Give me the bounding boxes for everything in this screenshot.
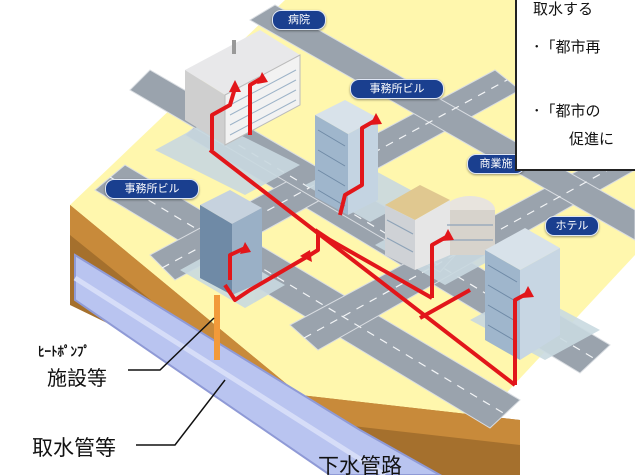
label-hospital: 病院 bbox=[272, 10, 326, 30]
sewer-label: 下水管路 bbox=[318, 454, 402, 475]
callout-line-1: 取水する bbox=[533, 0, 594, 18]
heat-pump-riser bbox=[214, 295, 220, 360]
callout-line-3: ･「都市の bbox=[533, 102, 601, 120]
leader-heat-pump bbox=[128, 317, 215, 371]
callout-line-2: ･「都市再 bbox=[533, 38, 601, 56]
callout-box: 取水する ･「都市再 ･「都市の 促進に bbox=[515, 0, 635, 171]
heat-pipe-network bbox=[208, 76, 529, 387]
sewer-pipe bbox=[74, 253, 443, 475]
label-hotel: ホテル bbox=[545, 216, 599, 236]
label-office-right: 事務所ビル bbox=[350, 79, 444, 99]
leader-intake-pipe bbox=[136, 379, 226, 446]
hospital-building bbox=[185, 30, 301, 146]
sewer-pipe-highlight bbox=[73, 275, 387, 475]
commercial-building bbox=[385, 185, 495, 270]
pipe-arrowheads bbox=[229, 72, 534, 298]
office-building-right bbox=[315, 100, 378, 215]
heat-pump-label-facility: 施設等 bbox=[47, 366, 107, 390]
heat-pump-label-small: ﾋｰﾄﾎﾟﾝﾌﾟ bbox=[38, 345, 90, 360]
hotel-building bbox=[485, 228, 560, 360]
intake-pipe-label: 取水管等 bbox=[32, 436, 116, 460]
label-office-left: 事務所ビル bbox=[105, 179, 199, 199]
callout-line-4: 促進に bbox=[569, 130, 615, 148]
